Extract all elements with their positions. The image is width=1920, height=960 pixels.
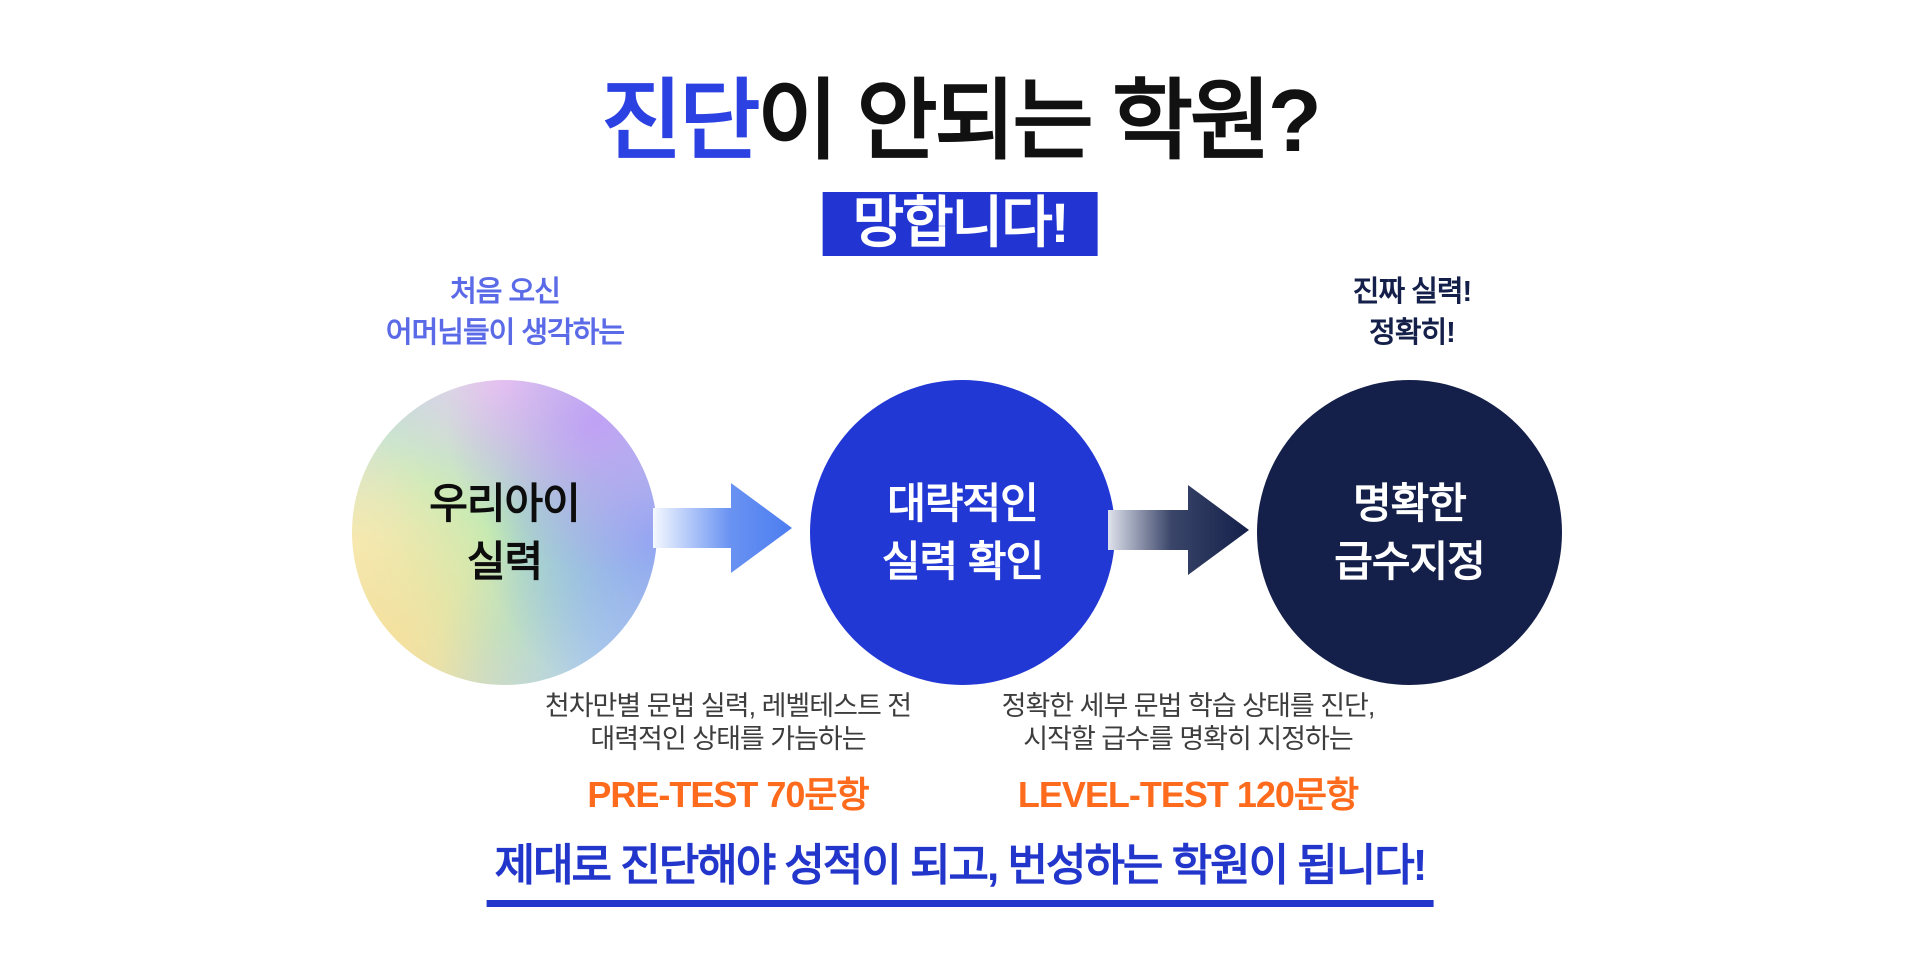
circle-rough-check-label: 대략적인 실력 확인 (881, 475, 1044, 591)
left-caption: 처음 오신 어머님들이 생각하는 (385, 272, 625, 354)
circle-rough-check-line2: 실력 확인 (881, 537, 1044, 585)
right-caption-line2: 정확히! (1369, 317, 1456, 350)
banner: 망합니다! (822, 191, 1098, 256)
pretest-desc-line2: 대력적인 상태를 가늠하는 (590, 723, 866, 754)
circle-parent-guess-line1: 우리아이 (429, 479, 581, 527)
flow-arrow-right-navy-icon (1108, 485, 1249, 575)
title-rest: 이 안되는 학원? (757, 71, 1321, 170)
leveltest-desc-line2: 시작할 급수를 명확히 지정하는 (1023, 723, 1353, 754)
leveltest-block: 정확한 세부 문법 학습 상태를 진단, 시작할 급수를 명확히 지정하는 LE… (1001, 690, 1376, 818)
flow-arrow-right-icon (653, 483, 792, 573)
left-caption-line1: 처음 오신 (450, 276, 561, 308)
pretest-desc-line1: 천차만별 문법 실력, 레벨테스트 전 (544, 691, 912, 721)
right-caption: 진짜 실력! 정확히! (1352, 272, 1472, 354)
circle-parent-guess-line2: 실력 (466, 537, 543, 585)
circle-clear-level: 명확한 급수지정 (1257, 380, 1562, 685)
banner-text: 망합니다! (852, 191, 1070, 254)
footer-slogan-text: 제대로 진단해야 성적이 되고, 번성하는 학원이 됩니다! (494, 841, 1428, 890)
right-caption-line1: 진짜 실력! (1352, 276, 1472, 308)
page-title: 진단이 안되는 학원? (0, 68, 1920, 174)
circle-rough-check-line1: 대략적인 (887, 479, 1039, 527)
circle-clear-level-line1: 명확한 (1353, 479, 1467, 527)
circle-rough-check: 대략적인 실력 확인 (810, 380, 1115, 685)
title-highlight: 진단 (601, 71, 760, 170)
pretest-block: 천차만별 문법 실력, 레벨테스트 전 대력적인 상태를 가늠하는 PRE-TE… (544, 690, 912, 818)
circle-parent-guess: 우리아이 실력 (352, 380, 657, 685)
circle-clear-level-line2: 급수지정 (1334, 537, 1486, 585)
circle-clear-level-label: 명확한 급수지정 (1334, 475, 1486, 591)
pretest-highlight: PRE-TEST 70문항 (587, 773, 869, 815)
circle-parent-guess-label: 우리아이 실력 (429, 475, 581, 591)
left-caption-line2: 어머님들이 생각하는 (385, 317, 625, 350)
leveltest-desc-line1: 정확한 세부 문법 학습 상태를 진단, (1001, 691, 1376, 721)
leveltest-highlight: LEVEL-TEST 120문항 (1017, 773, 1359, 815)
footer-slogan: 제대로 진단해야 성적이 되고, 번성하는 학원이 됩니다! (486, 841, 1434, 908)
